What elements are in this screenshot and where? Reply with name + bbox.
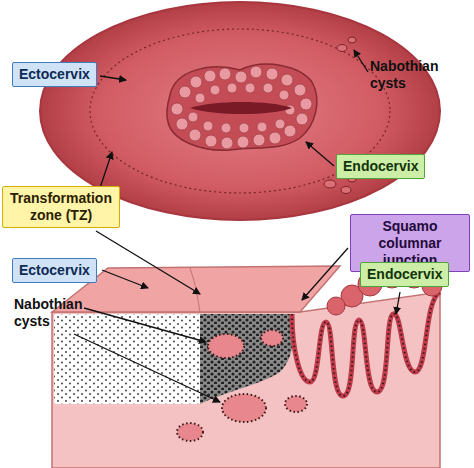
illustration-circle [269,132,281,144]
illustration-circle [189,129,201,141]
illustration-line [74,334,220,402]
illustration-circle [210,85,220,95]
illustration-line [306,142,334,166]
illustration-circle [227,83,237,93]
illustration-circle [235,71,247,83]
illustration-line [84,308,206,342]
illustration-path [167,64,317,150]
label-text: Endocervix [343,158,418,175]
illustration-path [190,268,200,312]
illustration-circle [266,68,278,80]
illustration-line [302,248,348,300]
illustration-line [96,231,200,294]
illustration-circle [257,122,267,132]
zone-label-box: Endocervix [360,262,449,287]
cervix-section-view [52,264,442,468]
illustration-circle [188,112,198,122]
label-text: Endocervix [367,266,442,283]
illustration-circle [221,123,231,133]
illustration-path [200,314,294,404]
illustration-circle [294,84,306,96]
label-text: Ectocervix [19,262,90,279]
illustration-circle [171,103,183,115]
illustration-circle [176,118,188,130]
illustration-circle [237,136,249,148]
illustration-ellipse [177,423,203,441]
illustration-circle [205,135,217,147]
illustration-circle [219,68,231,80]
illustration-circle [281,74,293,86]
illustration-path [292,292,440,396]
illustration-circle [250,66,262,78]
illustration-ellipse [324,180,336,188]
illustration-circle [275,119,285,129]
illustration-circle [245,83,255,93]
zone-label-box: Ectocervix [12,258,97,283]
illustration-circle [195,93,205,103]
illustration-ellipse [337,45,347,52]
illustration-circle [203,121,213,131]
illustration-line [396,292,400,314]
illustration-path [190,102,292,114]
illustration-line [354,50,368,72]
illustration-path [292,292,440,396]
illustration-g [171,66,312,149]
zone-label-box: Endocervix [336,154,425,179]
illustration-line [100,152,112,188]
illustration-g [327,264,442,315]
illustration-circle [239,123,249,133]
illustration-line [102,270,148,288]
illustration-line [100,76,126,80]
illustration-circle [253,134,265,146]
part-label: Nabothian cysts [370,58,466,92]
zone-label-box: Transformation zone (TZ) [2,186,120,228]
illustration-circle [179,86,191,98]
illustration-circle [221,137,233,149]
illustration-circle [296,113,308,125]
zone-label-box: Ectocervix [12,62,97,87]
illustration-polygon [52,292,440,468]
illustration-ellipse [261,330,283,346]
illustration-circle [204,70,216,82]
illustration-g [177,330,307,441]
label-text: Ectocervix [19,66,90,83]
illustration-circle [327,297,345,315]
illustration-ellipse [285,396,307,412]
illustration-ellipse [208,334,244,358]
illustration-circle [190,76,202,88]
part-label: Nabothian cysts [14,296,94,330]
illustration-ellipse [222,394,266,422]
illustration-circle [263,83,273,93]
label-text: Squamo columnar junction [357,218,463,268]
illustration-circle [279,90,289,100]
label-text: Transformation zone (TZ) [9,190,113,224]
illustration-ellipse [341,187,351,194]
illustration-circle [284,125,296,137]
illustration-circle [300,98,312,110]
illustration-ellipse [348,37,356,43]
